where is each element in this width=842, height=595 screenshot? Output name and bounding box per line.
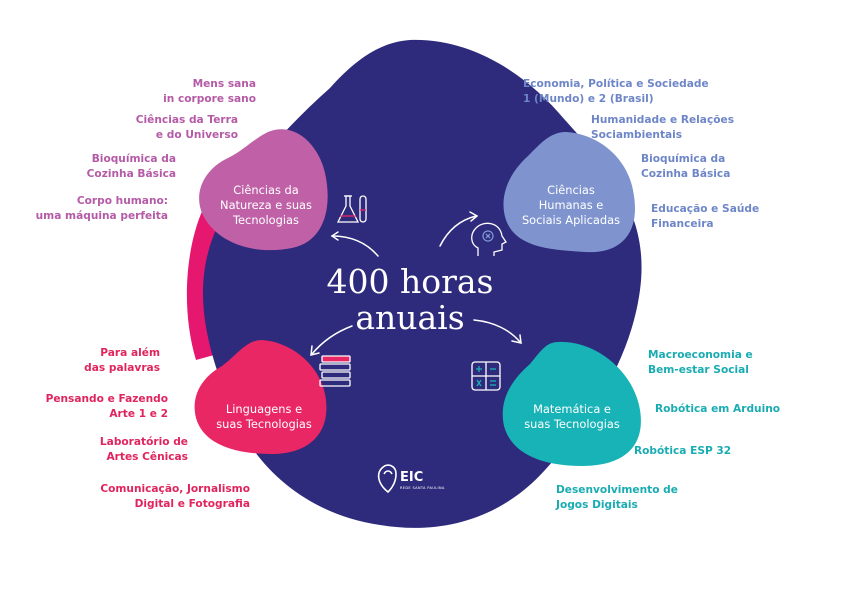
matematica-item-line: Robótica ESP 32 bbox=[634, 445, 732, 457]
title-line-2: anuais bbox=[355, 298, 465, 337]
area-humanas-line: Humanas e bbox=[538, 198, 604, 212]
head-brain-icon bbox=[471, 222, 507, 256]
linguagens-item: Comunicação, Jornalismo Digital e Fotogr… bbox=[100, 482, 250, 511]
humanas-item-line: Cozinha Básica bbox=[641, 167, 731, 180]
matematica-item: Desenvolvimento de Jogos Digitais bbox=[556, 483, 678, 512]
humanas-item-line: Educação e Saúde bbox=[651, 203, 760, 215]
area-matematica: Matemática e suas Tecnologias bbox=[504, 402, 640, 432]
humanas-item: Economia, Política e Sociedade 1 (Mundo)… bbox=[523, 77, 709, 106]
humanas-item-line: Bioquímica da bbox=[641, 153, 726, 165]
humanas-item-line: Sociambientais bbox=[591, 128, 683, 141]
arrow-linguagens bbox=[310, 325, 353, 356]
matematica-item: Macroeconomia e Bem-estar Social bbox=[648, 348, 753, 377]
matematica-item: Robótica ESP 32 bbox=[634, 444, 731, 459]
humanas-blob bbox=[503, 132, 635, 253]
linguagens-item-line: Digital e Fotografia bbox=[134, 497, 250, 510]
area-linguagens: Linguagens e suas Tecnologias bbox=[200, 402, 328, 432]
linguagens-item: Laboratório de Artes Cênicas bbox=[100, 435, 188, 464]
natureza-item-line: Cozinha Básica bbox=[86, 167, 176, 180]
matematica-item-line: Desenvolvimento de bbox=[556, 484, 678, 496]
natureza-item-line: Corpo humano: bbox=[76, 195, 168, 207]
humanas-item-line: Humanidade e Relações bbox=[591, 114, 735, 126]
matematica-item-line: Bem-estar Social bbox=[648, 363, 749, 376]
area-natureza-line: Tecnologias bbox=[233, 213, 299, 227]
natureza-item-line: e do Universo bbox=[155, 128, 238, 141]
arrow-humanas bbox=[439, 211, 479, 247]
natureza-item-line: Bioquímica da bbox=[91, 153, 176, 165]
area-natureza: Ciências da Natureza e suas Tecnologias bbox=[204, 183, 328, 228]
lab-flask-icon bbox=[336, 195, 367, 223]
matematica-item-line: Jogos Digitais bbox=[556, 498, 638, 511]
natureza-item-line: Mens sana bbox=[192, 78, 256, 90]
humanas-item-line: 1 (Mundo) e 2 (Brasil) bbox=[523, 92, 654, 105]
area-natureza-line: Natureza e suas bbox=[220, 198, 312, 212]
linguagens-item-line: Artes Cênicas bbox=[106, 450, 188, 463]
linguagens-item-line: Para além bbox=[100, 347, 160, 359]
humanas-item-line: Economia, Política e Sociedade bbox=[523, 78, 709, 90]
natureza-item: Mens sana in corpore sano bbox=[163, 77, 256, 106]
linguagens-item-line: Comunicação, Jornalismo bbox=[100, 483, 250, 495]
linguagens-item-line: das palavras bbox=[84, 361, 160, 374]
area-humanas-line: Sociais Aplicadas bbox=[521, 213, 621, 227]
area-linguagens-line: Linguagens e bbox=[225, 402, 303, 416]
area-matematica-line: suas Tecnologias bbox=[524, 417, 620, 431]
title-line-1: 400 horas bbox=[326, 262, 494, 301]
linguagens-item-line: Pensando e Fazendo bbox=[45, 393, 168, 405]
logo-subtitle: REDE SANTA PAULINA bbox=[400, 486, 445, 490]
natureza-item-line: Ciências da Terra bbox=[135, 114, 238, 126]
arrow-natureza bbox=[330, 231, 379, 257]
calculator-icon bbox=[471, 361, 501, 391]
linguagens-item: Pensando e Fazendo Arte 1 e 2 bbox=[46, 392, 168, 421]
natureza-item-line: in corpore sano bbox=[163, 92, 256, 105]
matematica-item: Robótica em Arduino bbox=[655, 402, 780, 417]
humanas-item: Bioquímica da Cozinha Básica bbox=[641, 152, 730, 181]
arrow-matematica bbox=[473, 319, 522, 344]
natureza-item: Bioquímica da Cozinha Básica bbox=[87, 152, 176, 181]
linguagens-item-line: Arte 1 e 2 bbox=[109, 407, 168, 420]
humanas-item: Educação e Saúde Financeira bbox=[651, 202, 759, 231]
area-matematica-line: Matemática e bbox=[533, 402, 611, 416]
matematica-item-line: Macroeconomia e bbox=[648, 349, 753, 361]
matematica-blob bbox=[502, 341, 641, 466]
linguagens-item-line: Laboratório de bbox=[99, 436, 188, 448]
natureza-item: Ciências da Terra e do Universo bbox=[136, 113, 238, 142]
linguagens-item: Para além das palavras bbox=[84, 346, 160, 375]
humanas-item: Humanidade e Relações Sociambientais bbox=[591, 113, 734, 142]
area-linguagens-line: suas Tecnologias bbox=[216, 417, 312, 431]
natureza-blob bbox=[199, 129, 328, 251]
linguagens-blob bbox=[194, 340, 327, 454]
area-natureza-line: Ciências da bbox=[233, 183, 299, 197]
matematica-item-line: Robótica em Arduino bbox=[655, 403, 781, 415]
logo-name: EIC bbox=[400, 470, 424, 485]
natureza-item-line: uma máquina perfeita bbox=[35, 209, 168, 222]
book-stack-icon bbox=[319, 355, 351, 387]
area-humanas: Ciências Humanas e Sociais Aplicadas bbox=[506, 183, 636, 228]
humanas-item-line: Financeira bbox=[651, 217, 714, 230]
eic-logo-mark bbox=[377, 464, 397, 494]
area-humanas-line: Ciências bbox=[547, 183, 595, 197]
natureza-item: Corpo humano: uma máquina perfeita bbox=[36, 194, 168, 223]
